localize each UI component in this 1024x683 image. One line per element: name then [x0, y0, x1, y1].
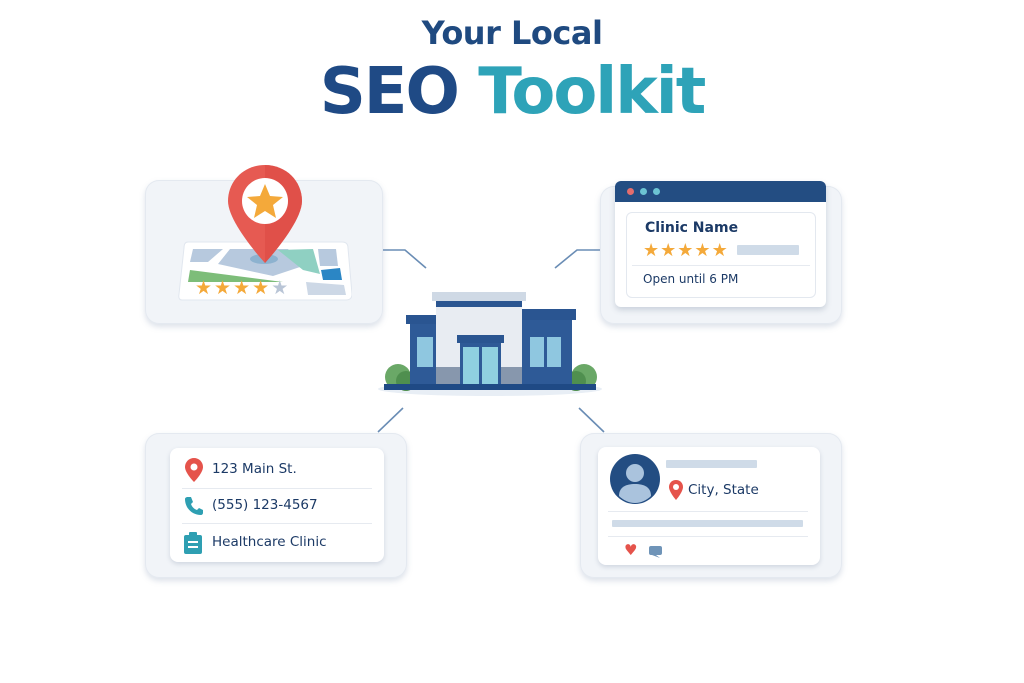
location-pin-icon — [185, 458, 203, 482]
title-word-toolkit: Toolkit — [478, 55, 706, 129]
phone-text: (555) 123-4567 — [212, 497, 318, 513]
contact-divider — [182, 488, 372, 489]
post-text-placeholder — [612, 520, 803, 527]
listing-card — [626, 212, 816, 298]
map-pin-star-icon — [228, 165, 302, 263]
window-dot-red — [627, 188, 634, 195]
contact-divider — [182, 523, 372, 524]
review-count-placeholder — [737, 245, 799, 255]
location-pin-icon — [669, 480, 683, 500]
username-placeholder — [666, 460, 757, 468]
star-filled-icon: ★ — [660, 240, 677, 261]
browser-title-bar — [615, 181, 826, 202]
star-filled-icon: ★ — [195, 277, 213, 299]
star-filled-icon: ★ — [677, 240, 694, 261]
heart-icon[interactable]: ♥ — [624, 541, 638, 559]
phone-icon — [185, 497, 203, 515]
map-icon — [178, 241, 352, 301]
business-hours: Open until 6 PM — [643, 272, 739, 286]
post-location-text: City, State — [688, 482, 759, 498]
title-word-seo: SEO — [319, 55, 460, 129]
star-empty-icon: ★ — [271, 277, 289, 299]
star-filled-icon: ★ — [643, 240, 660, 261]
title-main: SEO Toolkit — [0, 56, 1024, 128]
window-dot-teal — [653, 188, 660, 195]
star-filled-icon: ★ — [711, 240, 728, 261]
title-line-1: Your Local — [421, 14, 603, 52]
address-text: 123 Main St. — [212, 461, 297, 477]
map-rating-stars: ★ ★ ★ ★ ★ — [195, 279, 288, 298]
window-dot-teal — [640, 188, 647, 195]
category-text: Healthcare Clinic — [212, 534, 327, 550]
star-filled-icon: ★ — [214, 277, 232, 299]
user-avatar-icon — [610, 454, 660, 504]
listing-rating-stars: ★ ★ ★ ★ ★ — [643, 241, 728, 260]
business-name: Clinic Name — [645, 220, 739, 236]
storefront-building-icon — [378, 292, 602, 396]
comment-icon[interactable] — [648, 545, 663, 559]
star-filled-icon: ★ — [233, 277, 251, 299]
listing-divider — [632, 265, 810, 266]
contact-card — [170, 448, 384, 562]
post-divider — [608, 511, 808, 512]
post-divider — [608, 536, 808, 537]
star-filled-icon: ★ — [252, 277, 270, 299]
star-filled-icon: ★ — [694, 240, 711, 261]
clipboard-category-icon — [184, 532, 202, 554]
